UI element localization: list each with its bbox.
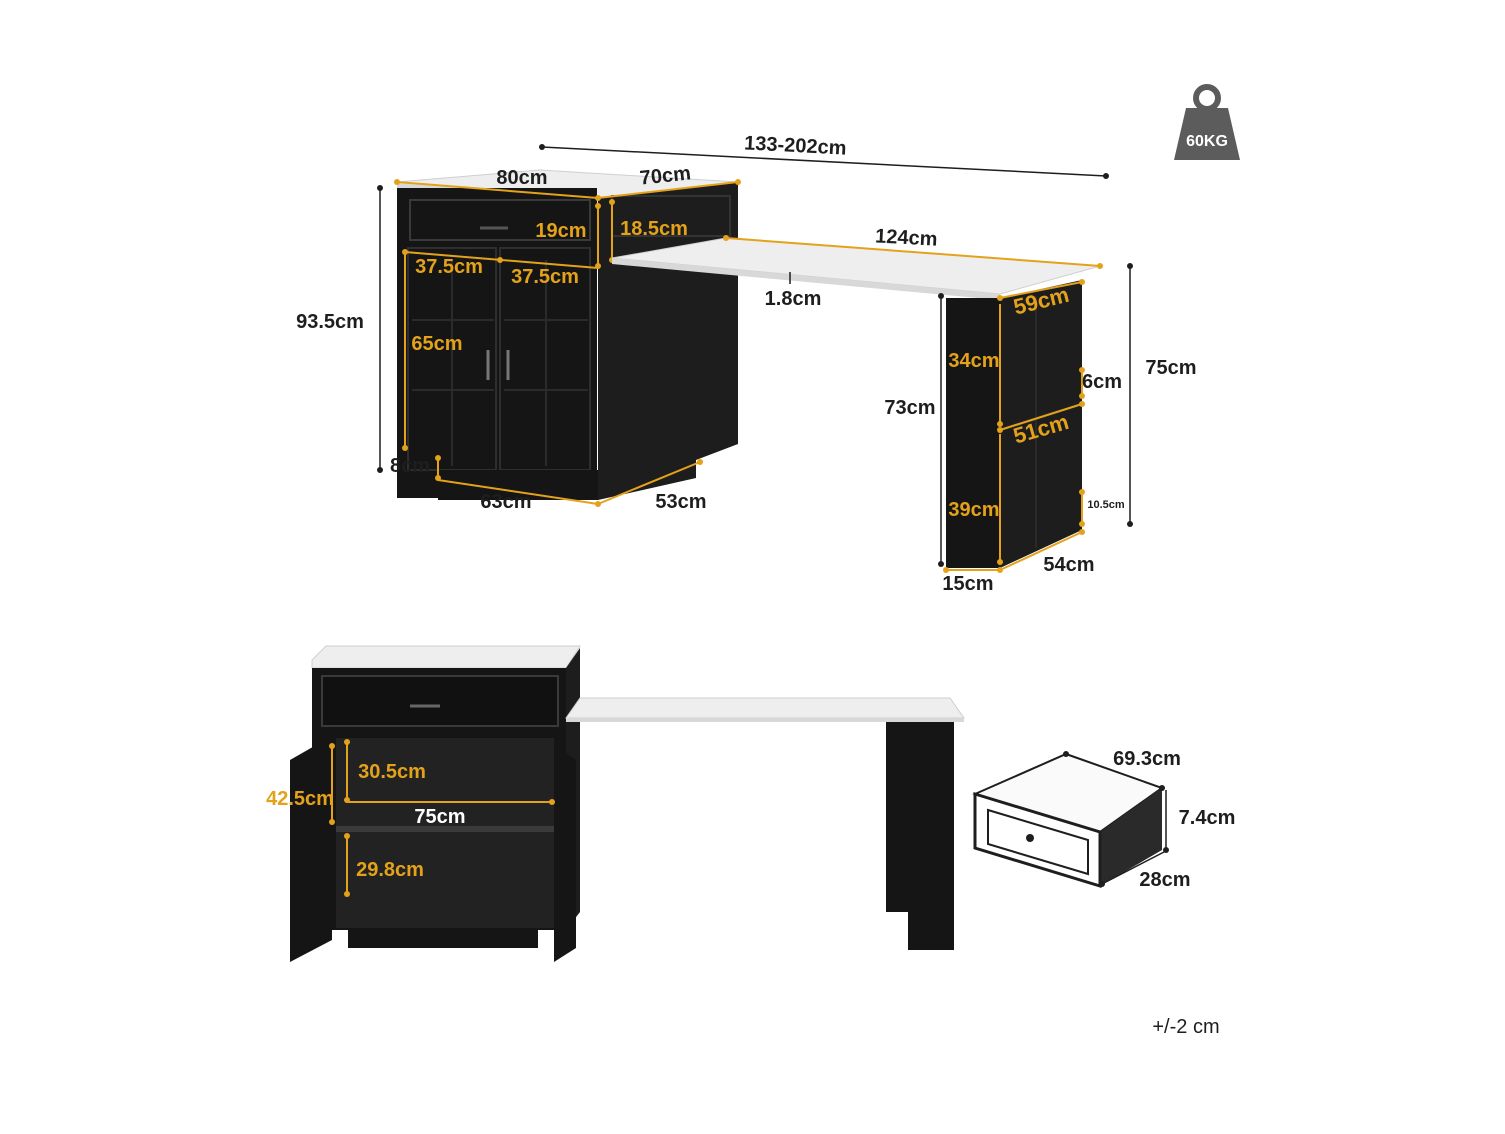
dim-leg-base-depth: 54cm [1043, 554, 1094, 576]
dim-door-width-right: 37.5cm [511, 266, 579, 288]
desk-top-view [611, 237, 1101, 568]
dim-door-width-left: 37.5cm [415, 256, 483, 278]
dim-inner-lower-height: 29.8cm [356, 859, 424, 881]
dim-cabinet-width: 80cm [496, 167, 547, 189]
dim-top-overhang: 18.5cm [620, 218, 688, 240]
dim-base-width: 63cm [480, 491, 531, 513]
dim-door-height: 65cm [411, 333, 462, 355]
drawer-detail [972, 752, 1165, 889]
dim-desk-height: 75cm [1145, 357, 1196, 379]
dim-shelf-gap: 6cm [1082, 371, 1122, 393]
dim-total-length: 133-202cm [744, 132, 847, 159]
dim-drawer-width: 69.3cm [1113, 748, 1181, 770]
dim-leg-bottom-gap: 10.5cm [1087, 499, 1125, 511]
dim-cabinet-height: 93.5cm [296, 311, 364, 333]
dim-desk-length: 124cm [875, 225, 938, 250]
cabinet-open-view [290, 645, 581, 962]
dim-leg-width: 15cm [942, 573, 993, 595]
dim-leg-height: 73cm [884, 397, 935, 419]
dim-inner-width: 75cm [414, 806, 465, 828]
dim-leg-upper-shelf: 34cm [948, 350, 999, 372]
weight-label: 60KG [1186, 133, 1228, 150]
dim-inner-total-height: 42.5cm [266, 788, 334, 810]
dim-leg-lower-shelf: 39cm [948, 499, 999, 521]
dim-base-height: 8cm [390, 455, 430, 477]
weight-badge: 60KG [1174, 84, 1240, 160]
dim-drawer-depth-height: 7.4cm [1179, 807, 1236, 829]
dim-drawer-depth: 28cm [1139, 869, 1190, 891]
dim-drawer-height: 19cm [535, 220, 586, 242]
dim-inner-upper-height: 30.5cm [358, 761, 426, 783]
dim-cabinet-depth: 70cm [639, 162, 692, 189]
dim-base-depth: 53cm [655, 491, 706, 513]
weight-icon [1174, 84, 1240, 160]
tolerance-note: +/-2 cm [1152, 1016, 1219, 1038]
desk-side-view [565, 697, 965, 950]
dim-desk-thickness: 1.8cm [765, 288, 822, 310]
